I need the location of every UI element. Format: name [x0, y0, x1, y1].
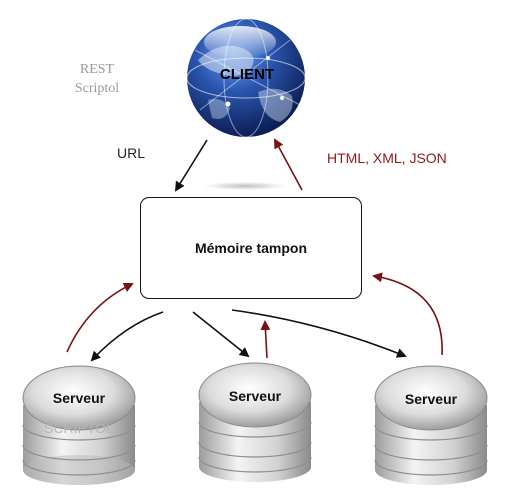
server-3-label: Serveur	[404, 391, 458, 407]
client-label: CLIENT	[219, 66, 275, 83]
server-2-icon	[198, 362, 312, 482]
server-1-label: Serveur	[52, 390, 106, 406]
server3-to-buffer-arrow	[372, 272, 443, 356]
server1-to-buffer-arrow	[66, 282, 134, 353]
response-to-client-arrow	[274, 138, 303, 191]
watermark-scriptol: Scriptol	[74, 81, 120, 96]
server-3-icon	[374, 365, 488, 485]
buffer-to-server3-arrow	[231, 309, 407, 358]
url-request-arrow	[174, 139, 208, 192]
buffer-label: Mémoire tampon	[194, 240, 307, 256]
server2-to-buffer-arrow	[260, 320, 271, 359]
server-2-label: Serveur	[228, 388, 282, 404]
client-globe-icon	[186, 18, 306, 190]
buffer-box: Mémoire tampon	[140, 197, 362, 299]
server-1-icon	[22, 365, 136, 485]
server-watermark: SCRIPTOL	[44, 420, 114, 436]
watermark-rest: REST	[79, 62, 115, 77]
buffer-to-server2-arrow	[192, 311, 250, 358]
response-formats-label: HTML, XML, JSON	[327, 150, 447, 166]
url-label: URL	[117, 145, 146, 161]
buffer-to-server1-arrow	[90, 311, 164, 362]
